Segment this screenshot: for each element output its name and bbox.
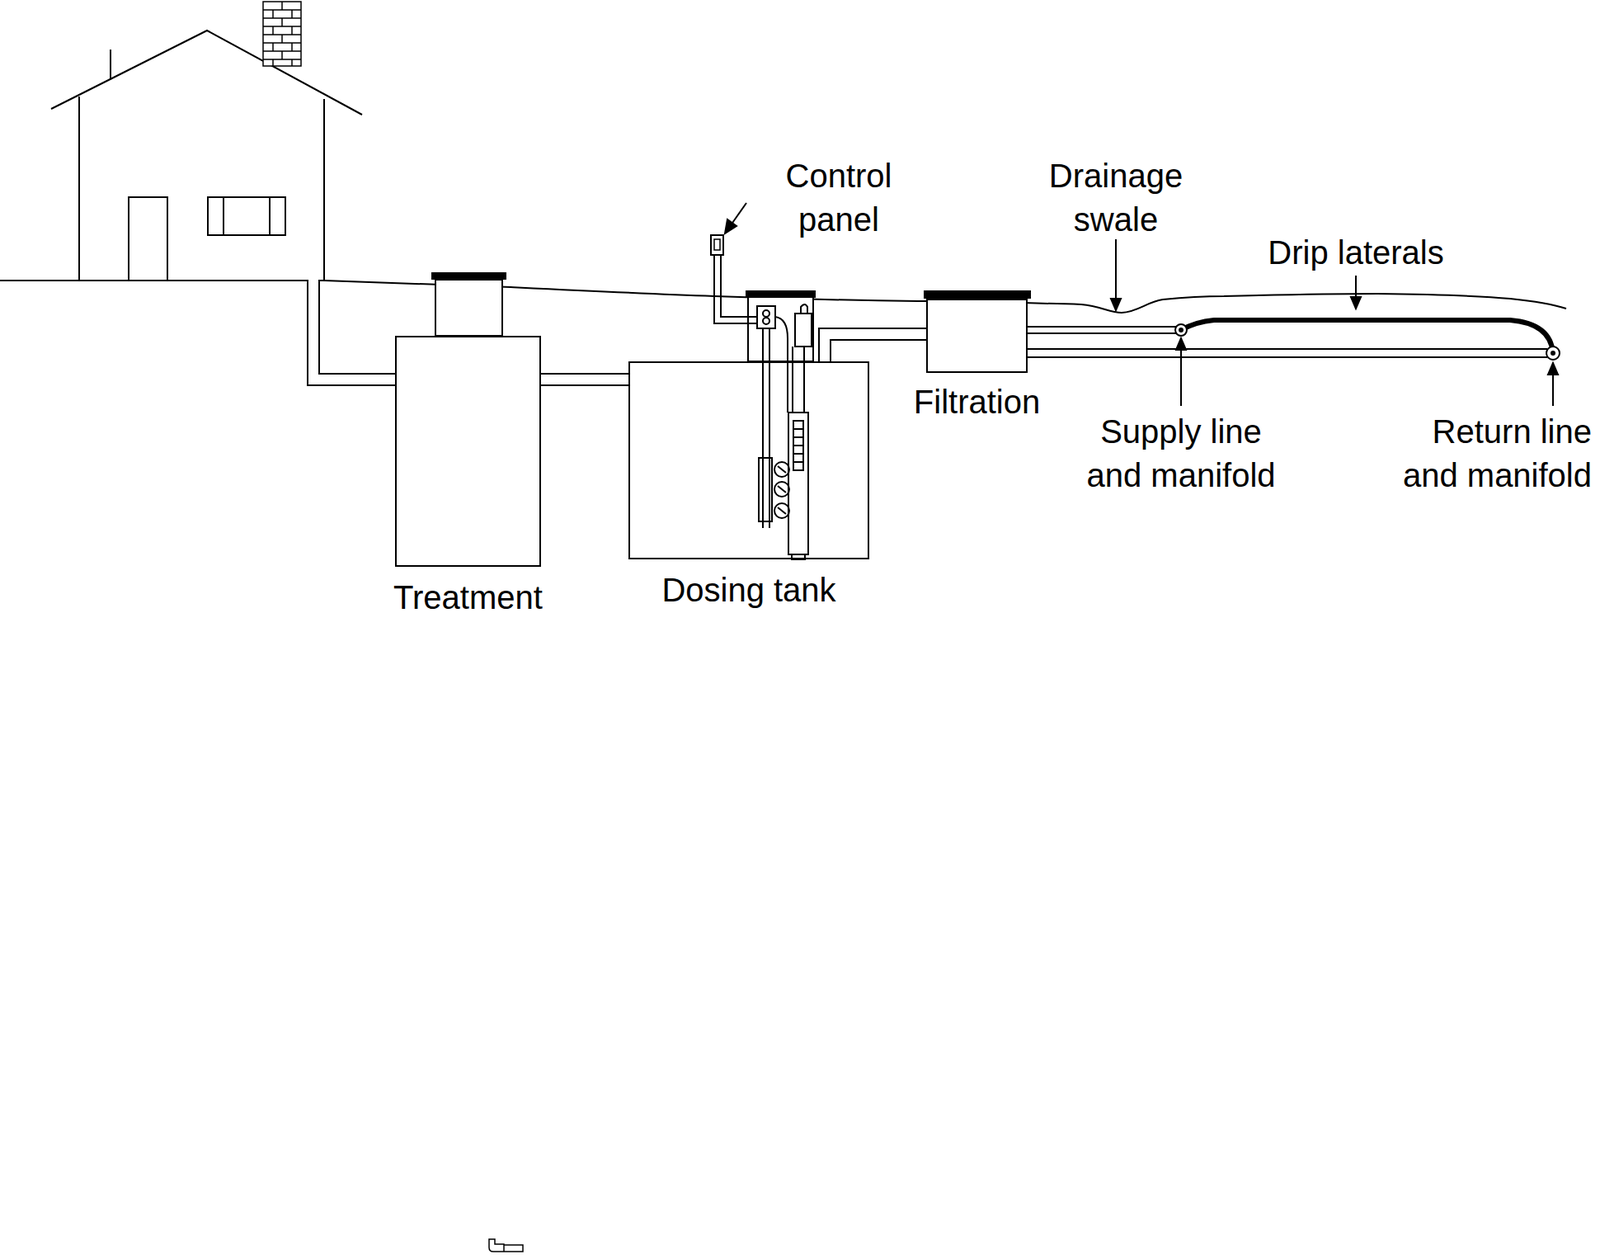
sewer-pipe: [313, 280, 396, 380]
junction-terminal: [762, 317, 770, 325]
callout-label: Control panel: [756, 154, 922, 242]
window-frame: [268, 197, 271, 236]
arrow-head: [1350, 296, 1361, 309]
chimney: [263, 1, 302, 66]
sewer-pipe-inner: [313, 278, 397, 380]
pipe-wall: [824, 334, 927, 362]
leader-arrows: [724, 202, 1558, 406]
drip-lateral: [1181, 320, 1553, 353]
float-bracket: [758, 457, 772, 522]
leader-line: [1115, 239, 1117, 301]
junction-terminal: [762, 310, 770, 317]
check-valve: [795, 313, 812, 347]
control-panel: [710, 235, 724, 255]
electrical-conduit: [714, 254, 758, 324]
supply-manifold-core: [1178, 327, 1184, 333]
float-marks: [777, 465, 786, 514]
pump-assembly: [757, 304, 812, 560]
float-cable: [762, 328, 764, 528]
return-line: [1027, 356, 1548, 358]
filter-lid: [923, 290, 1031, 299]
pipe-bore: [541, 374, 629, 385]
ground-profile: [324, 280, 1567, 313]
valve-handle: [800, 304, 808, 314]
pump-motor: [793, 420, 804, 471]
house-wall: [323, 98, 325, 281]
node-label: Filtration: [913, 380, 1040, 424]
pipe-connector: [541, 379, 629, 381]
arrow-head: [724, 219, 737, 234]
junction-box: [757, 305, 776, 329]
motor-windings: [793, 428, 804, 462]
supply-line: [1027, 325, 1177, 328]
pipe-connector: [824, 334, 927, 362]
return-manifold-core: [1550, 350, 1556, 356]
callout-label: Return line and manifold: [1377, 409, 1592, 498]
tank-riser: [435, 279, 503, 336]
house-wall: [78, 96, 80, 281]
vent-pipe: [109, 49, 112, 80]
treatment-tank: Treatment: [395, 335, 542, 567]
arrow-head: [1548, 362, 1558, 375]
leader-line: [730, 202, 747, 226]
supply-line: [1027, 332, 1177, 335]
pipe-wall: [541, 372, 629, 386]
filtration-unit: Filtration: [926, 298, 1028, 373]
discharge-pipe: [803, 346, 805, 413]
riser-lid: [431, 272, 507, 280]
arrow-head: [1176, 338, 1186, 350]
chimney-body: [263, 1, 302, 66]
supply-manifold: [1175, 324, 1187, 336]
discharge-pipe: [791, 346, 794, 413]
door: [128, 197, 168, 281]
callout-label: Drainage swale: [1033, 154, 1199, 242]
panel-switch: [714, 239, 720, 250]
pump-body: [788, 412, 809, 555]
pipe-fitting-icon: [489, 1238, 523, 1252]
pipe-bore: [824, 334, 927, 362]
node-label: Treatment: [393, 575, 543, 620]
dosing-tank: Dosing tank: [628, 361, 870, 560]
chimney-bricks: [263, 1, 302, 66]
leader-line: [1180, 346, 1182, 406]
pump-cable: [775, 316, 788, 413]
roof: [51, 30, 363, 115]
house: [0, 30, 363, 281]
node-label: Dosing tank: [661, 568, 836, 612]
float-cable: [768, 328, 771, 528]
riser-lid: [745, 290, 816, 298]
leader-line: [1552, 371, 1554, 406]
arrow-head: [1110, 298, 1121, 311]
return-line: [1027, 348, 1548, 350]
leader-line: [1355, 275, 1357, 299]
return-manifold: [1546, 346, 1560, 360]
window-frame: [222, 197, 225, 236]
callout-label: Supply line and manifold: [1073, 409, 1289, 498]
callout-label: Drip laterals: [1232, 230, 1480, 275]
pump-base: [791, 554, 805, 560]
field-lines: [1027, 326, 1548, 358]
window: [207, 197, 286, 236]
